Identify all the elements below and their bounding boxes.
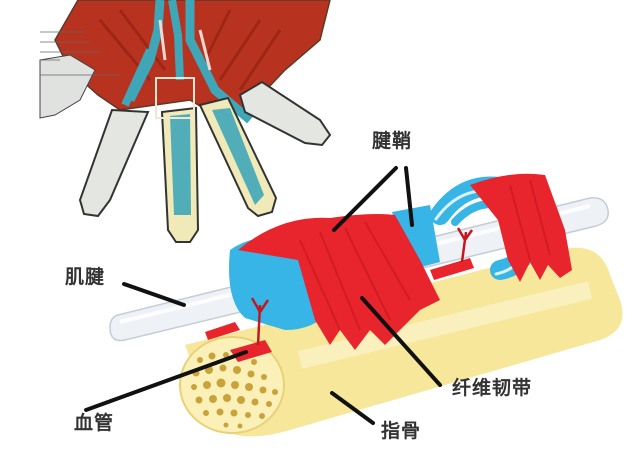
leader-line-tendon	[122, 282, 186, 307]
leader-line-fibrous-band	[360, 296, 442, 387]
leader-lines	[84, 166, 442, 425]
label-tendon-sheath: 腱鞘	[372, 130, 413, 152]
leader-line-tendon-sheath-b	[404, 166, 414, 227]
label-phalanx: 指骨	[381, 420, 422, 442]
leader-line-tendon-sheath-a	[332, 166, 398, 232]
label-blood-vessel: 血管	[74, 412, 115, 434]
leader-line-phalanx	[330, 391, 375, 425]
tendon-sheath-illustration	[109, 173, 623, 437]
leader-line-blood-vessel	[84, 350, 248, 412]
hand-illustration	[39, 0, 332, 243]
label-tendon: 肌腱	[65, 266, 106, 288]
label-fibrous-band: 纤维韧带	[452, 377, 533, 399]
